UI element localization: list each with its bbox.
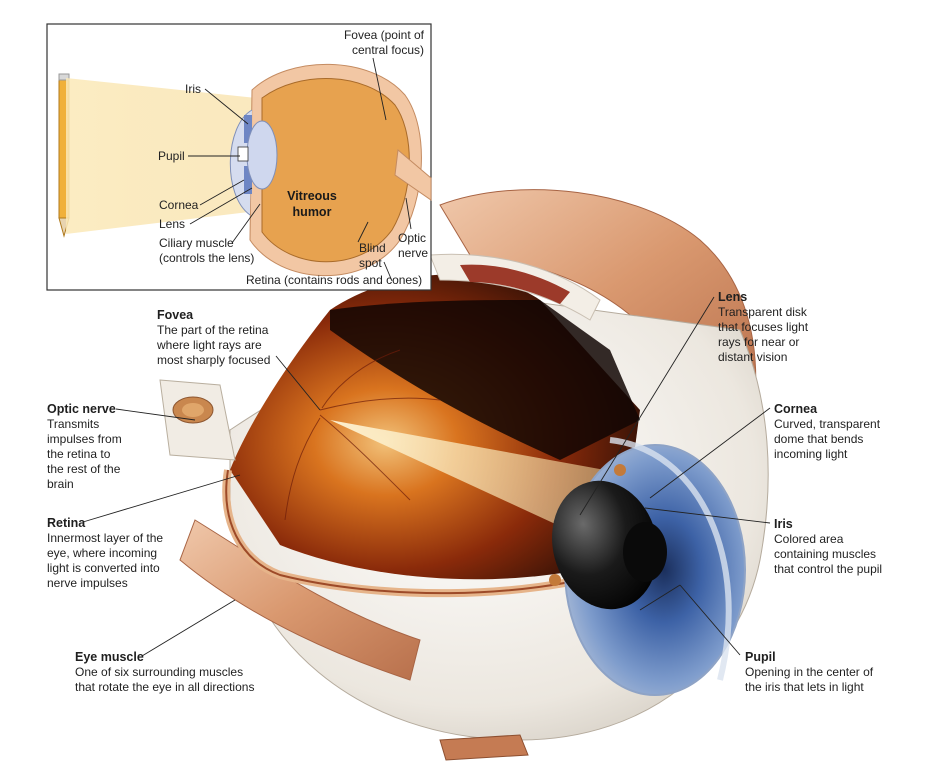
callout-optic-nerve-line-4: the rest of the — [47, 462, 121, 476]
inset-ciliary-label: Ciliary muscle (controls the lens) — [159, 236, 254, 266]
callout-fovea-line-1: The part of the retina — [157, 323, 269, 337]
inset-fovea-line-1: Fovea (point of — [343, 28, 424, 42]
callout-lens-title: Lens — [718, 290, 748, 304]
eye-cavity-shadow — [330, 300, 640, 460]
callout-iris-line-3: that control the pupil — [774, 562, 883, 576]
callout-fovea-line-2: where light rays are — [157, 338, 262, 352]
callout-optic-nerve-line-2: impulses from — [47, 432, 122, 446]
callout-eye-muscle-title: Eye muscle — [75, 650, 144, 664]
callout-lens-line-1: Transparent disk — [718, 305, 807, 319]
cornea — [609, 437, 732, 681]
callout-eye-muscle-line-2: that rotate the eye in all directions — [75, 680, 255, 694]
callout-optic-nerve-title: Optic nerve — [47, 402, 116, 416]
callout-cornea-line-3: incoming light — [774, 447, 848, 461]
inset-ciliary-line-1: Ciliary muscle — [159, 236, 234, 250]
inset-retina-label: Retina (contains rods and cones) — [246, 273, 423, 287]
callout-retina-title: Retina — [47, 516, 86, 530]
callout-pupil-line-2: the iris that lets in light — [745, 680, 864, 694]
inset-iris-label: Iris — [185, 82, 201, 96]
callout-retina-line-2: eye, where incoming — [47, 546, 158, 560]
inset-optic-nerve-label: Optic nerve — [398, 231, 428, 261]
light-beam — [330, 420, 605, 540]
inset-fovea-label: Fovea (point of central focus) — [320, 28, 424, 58]
callout-lens-line-3: rays for near or — [718, 335, 800, 349]
inset-ciliary-line-2: (controls the lens) — [159, 251, 255, 265]
inset-lens-label: Lens — [159, 217, 186, 231]
callout-cornea-line-1: Curved, transparent — [774, 417, 881, 431]
inset-blind-line-1: Blind — [359, 241, 386, 255]
callout-cornea: Cornea Curved, transparent dome that ben… — [774, 401, 880, 462]
callout-fovea-title: Fovea — [157, 308, 194, 322]
inset-optic-line-1: Optic — [398, 231, 427, 245]
inset-panel — [46, 23, 432, 291]
inset-optic-line-2: nerve — [398, 246, 429, 260]
callout-pupil-title: Pupil — [745, 650, 776, 664]
callout-cornea-line-2: dome that bends — [774, 432, 864, 446]
inset-vitreous-label: Vitreous humor — [284, 188, 340, 220]
callout-lens: Lens Transparent disk that focuses light… — [718, 289, 808, 365]
inset-fovea-line-2: central focus) — [351, 43, 424, 57]
main-eye — [159, 189, 769, 761]
callout-fovea: Fovea The part of the retina where light… — [157, 307, 270, 368]
leader-lines — [82, 57, 771, 657]
bottom-muscle-stub — [439, 734, 529, 761]
inset-blind-line-2: spot — [359, 256, 382, 270]
callout-optic-nerve-line-5: brain — [47, 477, 74, 491]
inset-vitreous-line-2: humor — [292, 205, 332, 219]
callout-fovea-line-3: most sharply focused — [157, 353, 271, 367]
inset-blind-spot-label: Blind spot — [359, 241, 386, 271]
callout-pupil-line-1: Opening in the center of — [745, 665, 874, 679]
inset-lens — [246, 120, 278, 190]
inset-vitreous-line-1: Vitreous — [287, 189, 337, 203]
callout-retina: Retina Innermost layer of the eye, where… — [47, 515, 163, 591]
callout-iris: Iris Colored area containing muscles tha… — [774, 516, 882, 577]
callout-iris-line-2: containing muscles — [774, 547, 877, 561]
callout-retina-line-1: Innermost layer of the — [47, 531, 164, 545]
callout-retina-line-3: light is converted into — [47, 561, 160, 575]
callout-retina-line-4: nerve impulses — [47, 576, 128, 590]
callout-lens-line-2: that focuses light — [718, 320, 809, 334]
callout-eye-muscle: Eye muscle One of six surrounding muscle… — [75, 649, 254, 695]
callout-lens-line-4: distant vision — [718, 350, 788, 364]
callout-pupil: Pupil Opening in the center of the iris … — [745, 649, 873, 695]
inset-optic-nerve — [394, 149, 432, 201]
lens — [552, 480, 658, 610]
callout-cornea-title: Cornea — [774, 402, 818, 416]
inset-cornea-label: Cornea — [159, 198, 199, 212]
callout-optic-nerve: Optic nerve Transmits impulses from the … — [47, 401, 122, 492]
blood-vessels — [284, 349, 441, 521]
inset-pupil-label: Pupil — [158, 149, 185, 163]
callout-optic-nerve-line-3: the retina to — [47, 447, 111, 461]
callout-optic-nerve-line-1: Transmits — [47, 417, 100, 431]
callout-eye-muscle-line-1: One of six surrounding muscles — [75, 665, 244, 679]
callout-iris-line-1: Colored area — [774, 532, 844, 546]
callout-iris-title: Iris — [774, 517, 793, 531]
